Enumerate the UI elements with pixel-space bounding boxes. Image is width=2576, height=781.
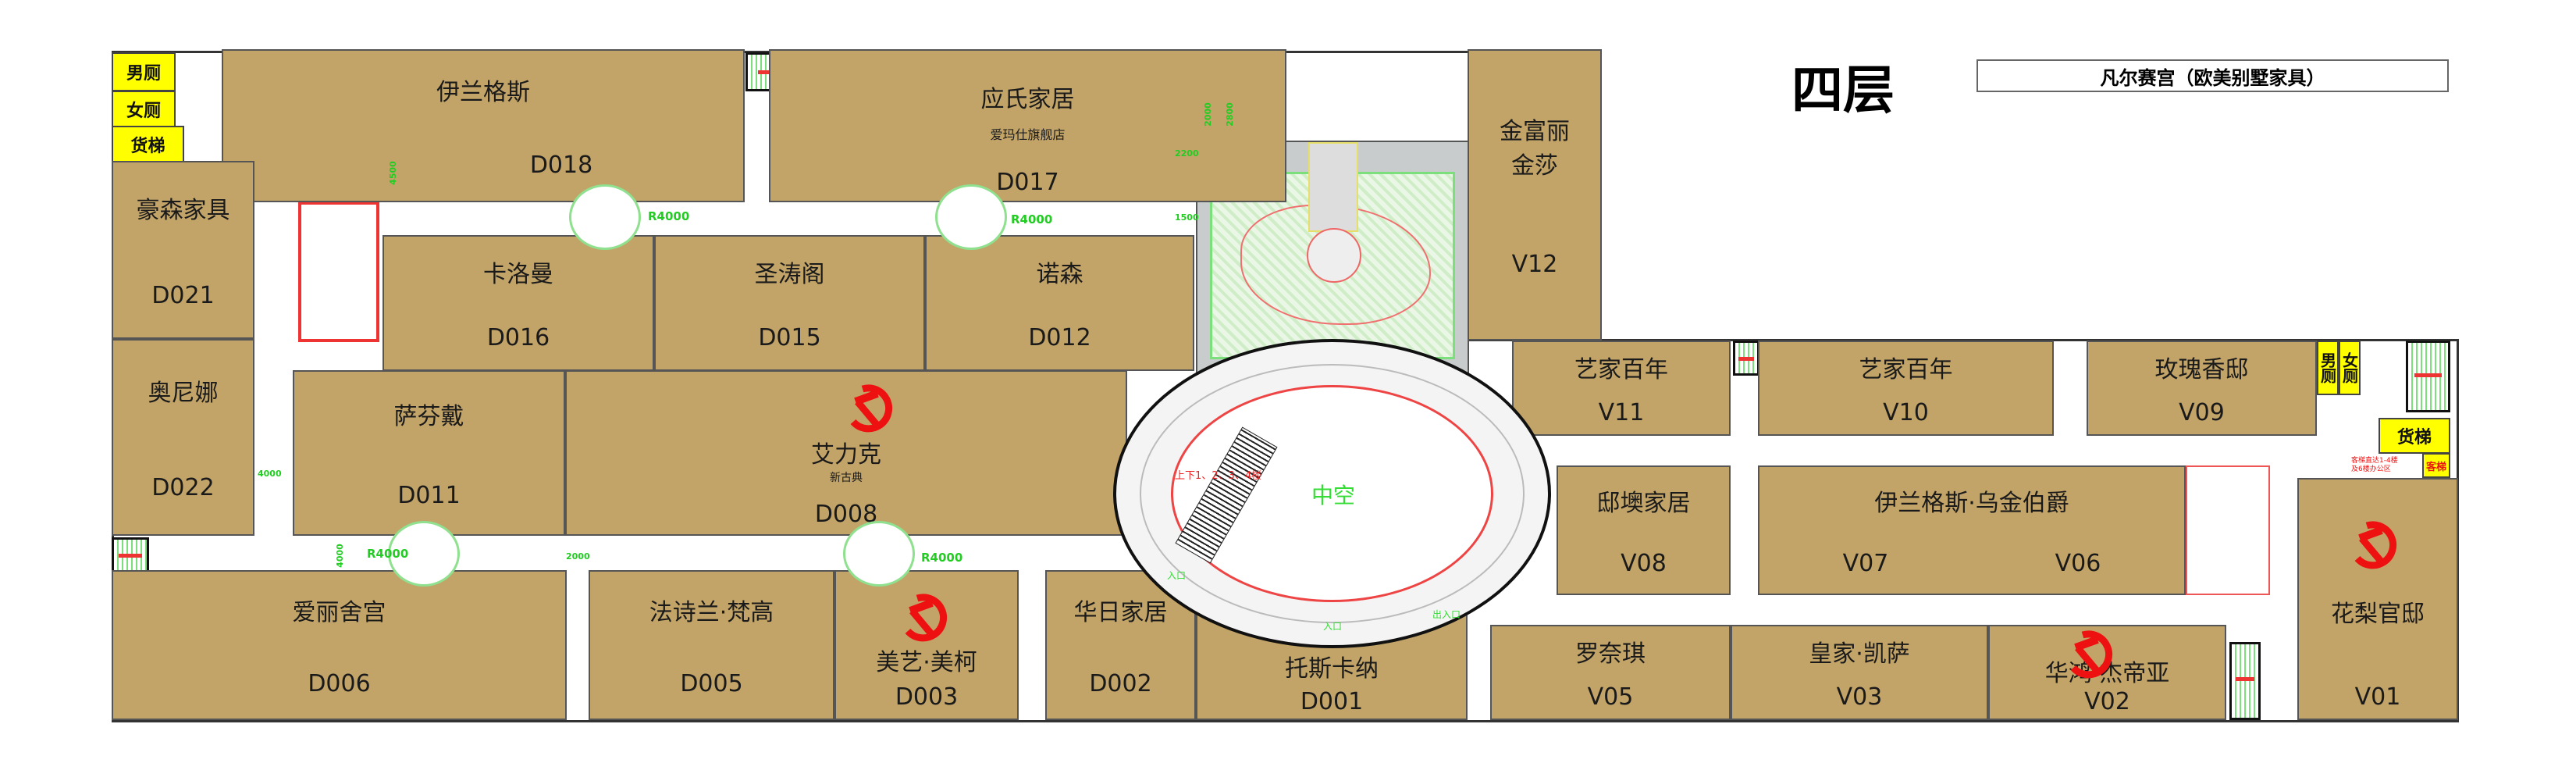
party-emblem-icon <box>2070 630 2113 679</box>
dimension-label: R4000 <box>367 547 409 561</box>
dimension-label: 4000 <box>334 544 345 568</box>
corridor-circle <box>843 521 915 587</box>
staircase <box>2406 341 2450 412</box>
freight-elevator: 货梯 <box>112 126 184 162</box>
dimension-label: 1500 <box>1175 212 1199 223</box>
escalator <box>298 201 379 342</box>
dimension-label: 4500 <box>387 161 398 185</box>
passenger-elevator-note: 客梯直达1-4楼 及6楼办公区 <box>2351 457 2398 473</box>
dimension-label: R4000 <box>1011 212 1053 226</box>
floor-subtitle-box: 凡尔赛宫（欧美别墅家具） <box>1976 59 2449 92</box>
escalator-label: 上下1、2、3、4楼 <box>1175 470 1262 482</box>
entrance-label: 入口 <box>1323 621 1343 632</box>
dimension-label: 2800 <box>1224 102 1235 127</box>
escalator <box>2186 465 2270 595</box>
staircase <box>1733 341 1759 376</box>
passenger-elevator: 客梯 <box>2422 453 2450 478</box>
staircase <box>112 537 149 573</box>
staircase <box>2229 642 2261 720</box>
floor-subtitle: 凡尔赛宫（欧美别墅家具） <box>2100 66 2325 89</box>
dimension-label: 4000 <box>258 469 282 479</box>
corridor-circle <box>935 184 1007 250</box>
entrance-exit-label: 出入口 <box>1432 609 1461 620</box>
mens-restroom: 男厕 <box>2317 341 2339 395</box>
atrium-void: 上下1、2、3、4楼 中空 入口 入口 出入口 <box>1113 339 1551 648</box>
womens-restroom: 女厕 <box>2339 341 2361 395</box>
womens-restroom: 女厕 <box>112 91 176 127</box>
dimension-label: 2200 <box>1175 148 1199 159</box>
floor-title: 四层 <box>1791 60 1895 120</box>
party-emblem-icon <box>905 594 948 642</box>
party-emblem-icon <box>850 384 893 433</box>
entrance-label: 入口 <box>1167 570 1187 581</box>
freight-elevator: 货梯 <box>2379 418 2450 454</box>
corridor-circle <box>569 184 641 250</box>
mens-restroom: 男厕 <box>112 52 176 91</box>
atrium-label: 中空 <box>1311 483 1356 508</box>
dimension-label: 2000 <box>1202 102 1213 127</box>
dimension-label: R4000 <box>648 209 690 223</box>
party-emblem-icon <box>2354 521 2397 569</box>
corridor-circle <box>388 521 460 587</box>
dimension-label: R4000 <box>921 551 963 565</box>
dimension-label: 2000 <box>566 551 590 562</box>
